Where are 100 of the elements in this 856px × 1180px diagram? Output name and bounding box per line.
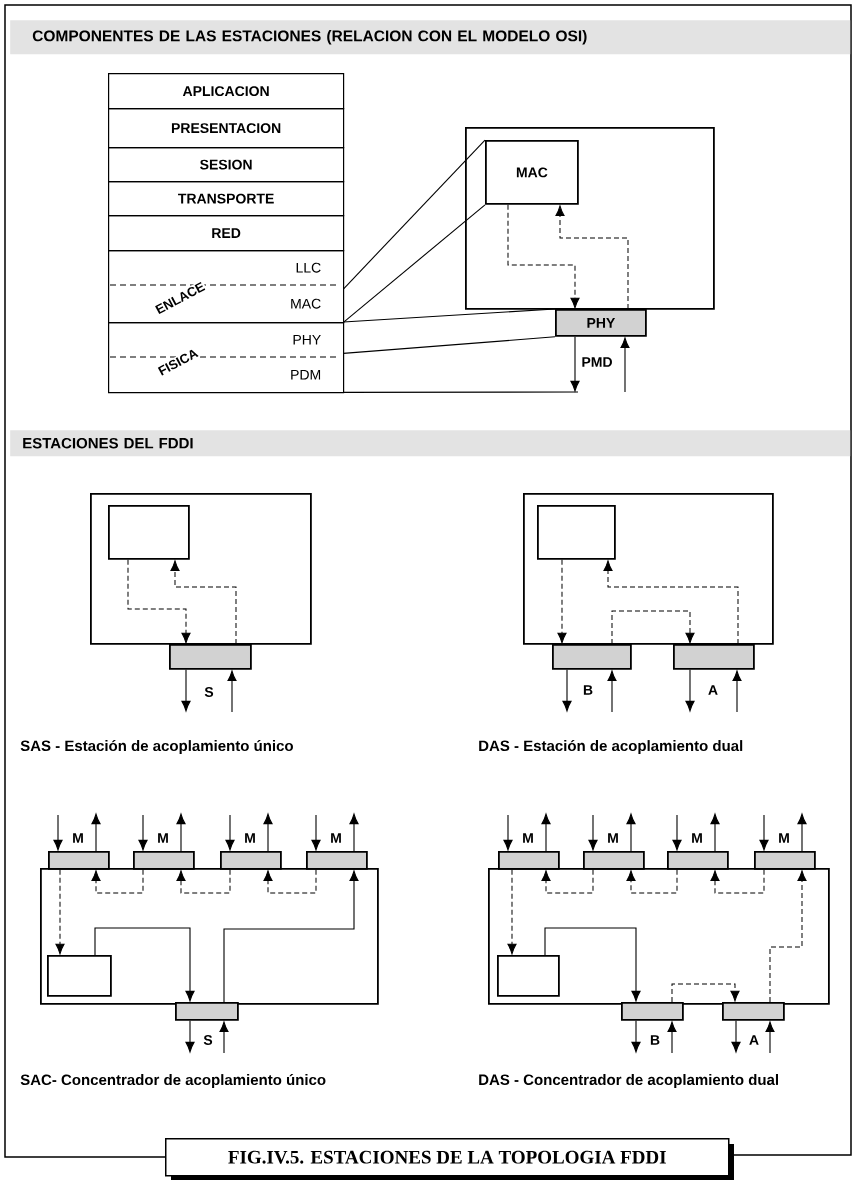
- arrow: [570, 336, 580, 392]
- arrow: [225, 814, 235, 851]
- arrow: [541, 813, 551, 852]
- sublayer-label: PHY: [293, 334, 321, 345]
- inner-box: [497, 955, 560, 997]
- page-title: COMPONENTES DE LAS ESTACIONES (RELACION CON EL MODELO OSI): [10, 20, 851, 55]
- layer-row: PRESENTACION: [108, 108, 345, 149]
- edge-label: B: [583, 685, 593, 695]
- station-box: [465, 127, 715, 310]
- arrow: [176, 813, 186, 852]
- arrow: [626, 813, 636, 852]
- arrow: [349, 813, 359, 852]
- mapping-line: [342, 204, 486, 323]
- arrow: [227, 670, 237, 713]
- inner-box: [47, 955, 112, 997]
- arrow: [557, 559, 567, 644]
- arrow: [626, 869, 678, 894]
- arrow: [672, 814, 682, 851]
- arrow: [181, 669, 191, 712]
- layer-row: SESION: [108, 147, 345, 183]
- arrow: [185, 1020, 195, 1053]
- edge-label: M: [608, 833, 618, 843]
- port-box: [621, 1002, 684, 1021]
- arrow: [620, 337, 630, 393]
- layer-row: APLICACION: [108, 73, 345, 110]
- edge-label: A: [708, 685, 718, 695]
- station-caption: SAS - Estación de acoplamiento único: [20, 739, 293, 755]
- arrow: [91, 813, 101, 852]
- arrow: [732, 670, 742, 713]
- edge-label: M: [245, 833, 255, 843]
- arrow: [223, 870, 359, 1003]
- arrow: [544, 927, 641, 1002]
- arrow: [91, 869, 144, 894]
- arrow: [671, 983, 740, 1003]
- arrow: [607, 670, 617, 713]
- station-caption: DAS - Estación de acoplamiento dual: [479, 739, 743, 755]
- arrow: [759, 814, 769, 851]
- port-box: [583, 851, 645, 870]
- arrow: [263, 869, 317, 894]
- arrow: [503, 814, 513, 851]
- sublayer-label: PDM: [291, 369, 321, 380]
- port-box: [667, 851, 729, 870]
- port-box: [306, 851, 368, 870]
- arrow: [631, 1020, 641, 1053]
- edge-label: M: [331, 833, 341, 843]
- arrow: [170, 560, 237, 645]
- edge-label: S: [203, 1035, 213, 1045]
- port-box: [673, 644, 755, 670]
- port-box: [169, 644, 252, 670]
- edge-label: B: [650, 1035, 660, 1045]
- arrow: [53, 814, 63, 851]
- port-box: [220, 851, 282, 870]
- arrow: [263, 813, 273, 852]
- arrow: [710, 869, 765, 894]
- edge-label: PMD: [582, 357, 612, 367]
- arrow: [507, 869, 517, 955]
- port-box: [722, 1002, 785, 1021]
- arrow: [55, 869, 65, 955]
- sublayer-label: MAC: [291, 298, 321, 309]
- edge-label: S: [204, 687, 214, 697]
- edge-label: M: [158, 833, 168, 843]
- port-box: [754, 851, 816, 870]
- station-box: [90, 493, 312, 645]
- arrow: [685, 669, 695, 712]
- station-caption: DAS - Concentrador de acoplamiento dual: [479, 1074, 778, 1088]
- inner-box: [537, 505, 616, 560]
- arrow: [127, 559, 191, 644]
- port-box: PHY: [555, 309, 647, 337]
- mapping-line: [342, 139, 486, 290]
- arrow: [176, 869, 231, 894]
- arrow: [311, 814, 321, 851]
- edge-label: M: [523, 833, 533, 843]
- arrow: [541, 869, 594, 894]
- arrow: [710, 813, 720, 852]
- arrow: [555, 205, 629, 310]
- arrow: [667, 1021, 677, 1054]
- station-caption: SAC- Concentrador de acoplamiento único: [20, 1073, 326, 1089]
- mapping-line: [342, 308, 556, 323]
- port-box: [552, 644, 632, 670]
- edge-label: A: [749, 1035, 759, 1045]
- mapping-line: [342, 391, 579, 393]
- port-box: [175, 1002, 239, 1021]
- section-heading: ESTACIONES DEL FDDI: [10, 430, 851, 457]
- edge-label: M: [73, 833, 83, 843]
- station-box: [523, 493, 774, 645]
- arrow: [603, 560, 739, 645]
- arrow: [731, 1020, 741, 1053]
- port-box: [498, 851, 560, 870]
- arrow: [562, 669, 572, 712]
- arrow: [219, 1021, 229, 1054]
- arrow: [611, 610, 695, 645]
- caption-box: FIG.IV.5. ESTACIONES DE LA TOPOLOGIA FDDI: [165, 1138, 734, 1180]
- edge-label: M: [779, 833, 789, 843]
- inner-box: [108, 505, 190, 560]
- arrow: [588, 814, 598, 851]
- arrow: [507, 204, 580, 309]
- inner-box: MAC: [485, 140, 579, 205]
- mapping-line: [342, 336, 556, 354]
- arrow: [769, 870, 807, 1003]
- layer-row: RED: [108, 215, 345, 252]
